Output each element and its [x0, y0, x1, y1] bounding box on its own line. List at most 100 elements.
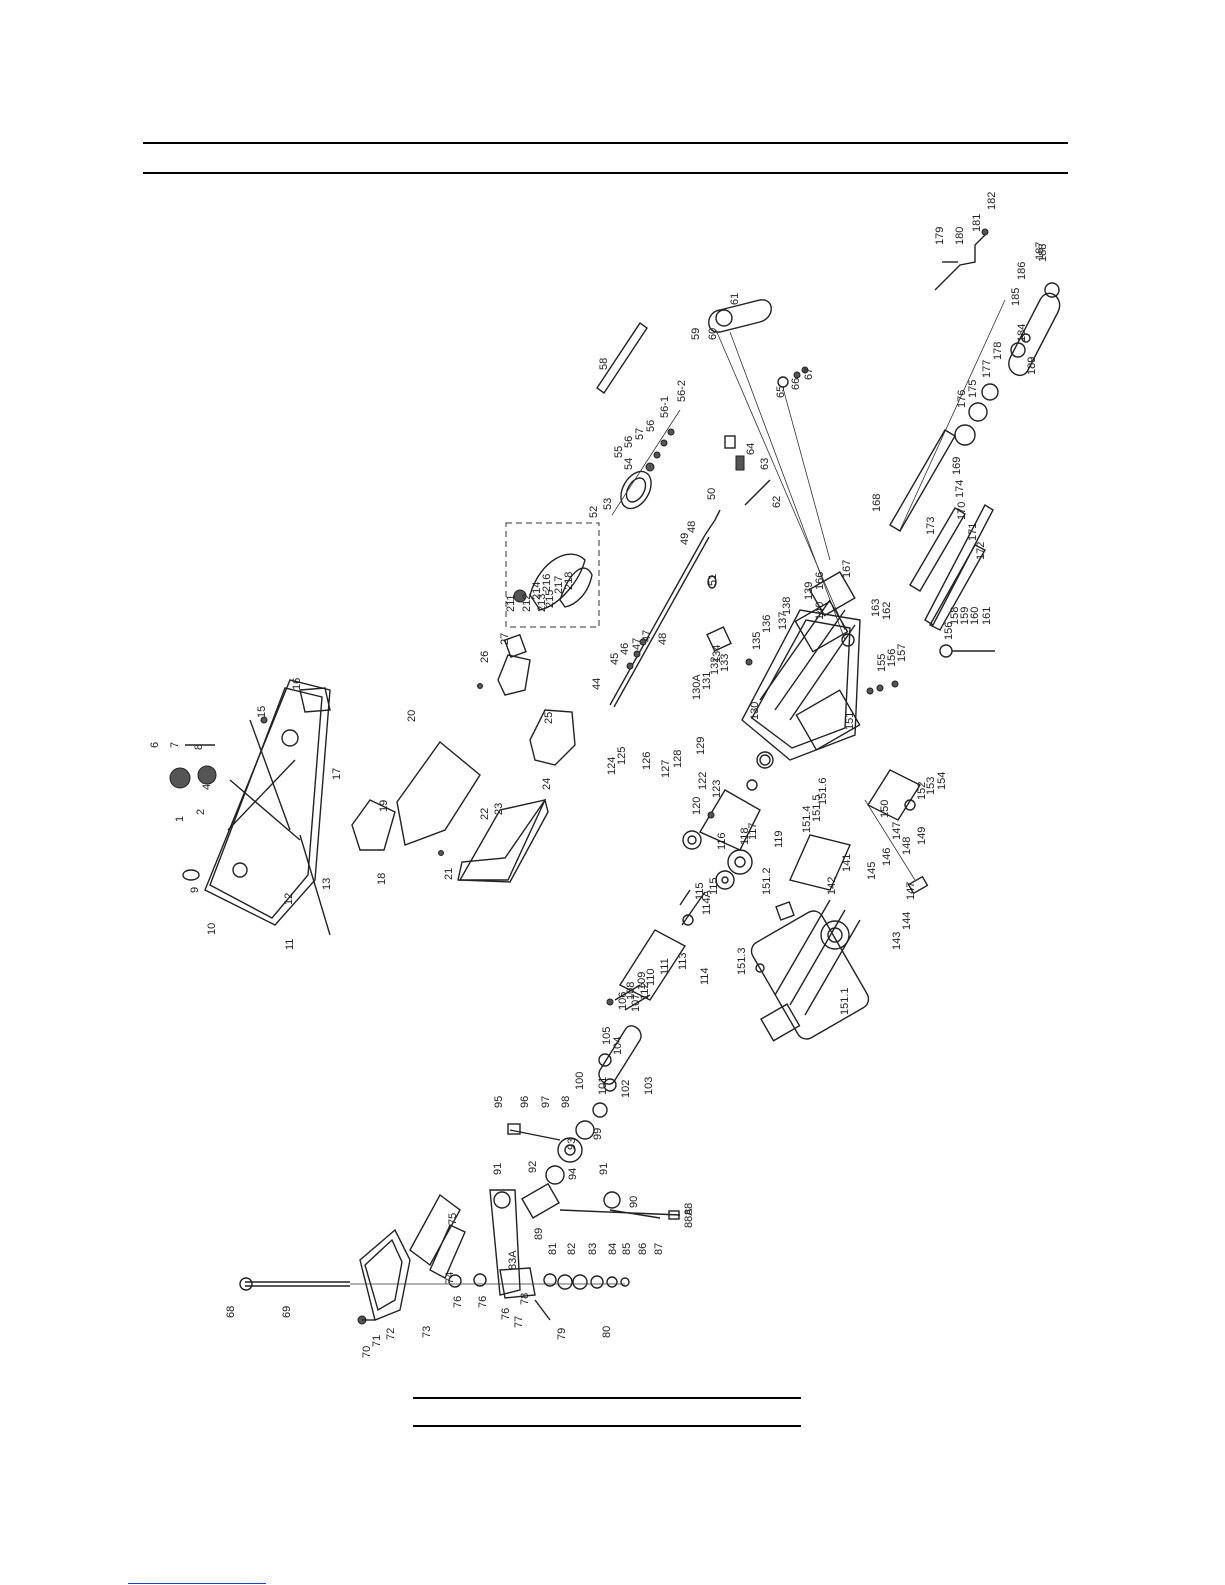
- part-number-label: 151.3: [736, 947, 748, 975]
- part-number-label: 177: [981, 360, 993, 378]
- part-number-label: 18: [376, 873, 388, 885]
- part-number-label: 92: [527, 1161, 539, 1173]
- part-number-label: 71: [371, 1335, 383, 1347]
- part-number-label: 23: [493, 803, 505, 815]
- part-number-label: 90: [628, 1196, 640, 1208]
- part-number-label: 100: [574, 1072, 586, 1090]
- part-number-label: 159: [959, 607, 971, 625]
- part-number-label: 171: [967, 523, 979, 541]
- part-number-label: 61: [729, 293, 741, 305]
- part-number-label: 211: [505, 594, 517, 612]
- part-number-label: 127: [660, 760, 672, 778]
- part-number-label: 145: [866, 862, 878, 880]
- part-number-label: 123: [711, 780, 723, 798]
- part-number-label: 86: [637, 1243, 649, 1255]
- part-number-label: 158: [949, 607, 961, 625]
- chain-105: [598, 1025, 642, 1085]
- part-number-label: 151.5: [811, 794, 823, 822]
- part-number-label: 172: [975, 542, 987, 560]
- part-number-label: 174: [954, 480, 966, 498]
- part-number-label: 16: [291, 678, 303, 690]
- washer-65: [777, 376, 789, 388]
- part-number-label: 140: [814, 602, 826, 620]
- part-number-label: 68: [225, 1306, 237, 1318]
- part-number-label: 125: [616, 747, 628, 765]
- part-number-label: 91: [492, 1163, 504, 1175]
- part-number-label: 167: [841, 560, 853, 578]
- plate-143: [907, 875, 929, 895]
- part-number-label: 186: [1016, 262, 1028, 280]
- part-number-label: 214: [531, 582, 543, 600]
- part-number-label: 179: [934, 227, 946, 245]
- part-number-label: 139: [803, 582, 815, 600]
- main-carriage: [706, 571, 861, 791]
- bracket-141: [789, 834, 851, 891]
- part-number-label: 65: [775, 386, 787, 398]
- part-number-label: 55: [613, 446, 625, 458]
- part-number-label: 9: [189, 887, 201, 893]
- part-number-label: 147: [891, 822, 903, 840]
- part-151-2: [775, 901, 795, 921]
- part-number-label: 215: [544, 590, 556, 608]
- part-number-label: 76: [477, 1296, 489, 1308]
- part-number-label: 24: [541, 778, 553, 790]
- part-number-label: 11: [284, 939, 296, 950]
- part-number-label: 107: [630, 994, 642, 1012]
- part-number-label: 217: [553, 576, 565, 594]
- part-number-label: 6: [149, 742, 161, 748]
- footer-link-underline[interactable]: [128, 1583, 266, 1584]
- blade-58: [596, 322, 648, 394]
- part-number-label: 104: [612, 1037, 624, 1055]
- part-number-label: 115: [708, 877, 720, 895]
- part-151-3: [755, 963, 765, 973]
- part-number-label: 7: [169, 742, 181, 748]
- part-number-label: 119: [773, 830, 785, 848]
- part-number-label: 88A: [683, 1208, 695, 1228]
- part-number-label: 69: [281, 1306, 293, 1318]
- part-number-label: 126: [641, 752, 653, 770]
- part-number-label: 73: [421, 1326, 433, 1338]
- part-number-label: 1: [174, 816, 186, 822]
- part-number-label: 87: [653, 1243, 665, 1255]
- part-number-label: 52: [588, 506, 600, 518]
- part-number-label: 141: [841, 854, 853, 872]
- part-number-label: 128: [672, 750, 684, 768]
- part-number-label: 156: [886, 649, 898, 667]
- part-number-label: 48: [657, 633, 669, 645]
- assembly-91-94: [493, 1165, 681, 1220]
- part-number-label: 181: [971, 214, 983, 232]
- part-number-label: 110: [645, 968, 657, 986]
- part-number-label: 22: [479, 808, 491, 820]
- part-number-label: 75: [447, 1213, 459, 1225]
- part-number-label: 114A: [701, 889, 713, 915]
- part-number-label: 108: [625, 982, 637, 1000]
- part-number-label: 21: [443, 868, 455, 880]
- handwheel-assembly: [611, 409, 681, 516]
- part-number-label: 184: [1016, 324, 1028, 342]
- part-number-label: 117: [747, 822, 759, 840]
- part-number-label: 148: [901, 837, 913, 855]
- part-62-64: [724, 435, 771, 506]
- base-plate-assembly: [169, 679, 331, 936]
- part-number-label: 56: [623, 436, 635, 448]
- pulleys-175-186: [954, 282, 1061, 446]
- part-number-label: 59: [690, 328, 702, 340]
- part-number-label: 64: [745, 443, 757, 455]
- part-number-label: 120: [691, 797, 703, 815]
- sprocket-104: [603, 1078, 617, 1092]
- part-number-label: 62: [771, 496, 783, 508]
- part-number-label: 95: [493, 1096, 505, 1108]
- shaft-114: [679, 889, 706, 926]
- part-number-label: 162: [881, 602, 893, 620]
- part-number-label: 173: [925, 517, 937, 535]
- part-number-label: 106: [617, 992, 629, 1010]
- part-number-label: 129: [695, 737, 707, 755]
- part-number-label: 135: [751, 632, 763, 650]
- part-number-label: 169: [951, 457, 963, 475]
- part-number-label: 130A: [691, 674, 703, 700]
- part-number-label: 66: [790, 378, 802, 390]
- part-number-label: 94: [567, 1168, 579, 1180]
- part-number-label: 26: [479, 651, 491, 663]
- part-number-label: 124: [606, 757, 618, 775]
